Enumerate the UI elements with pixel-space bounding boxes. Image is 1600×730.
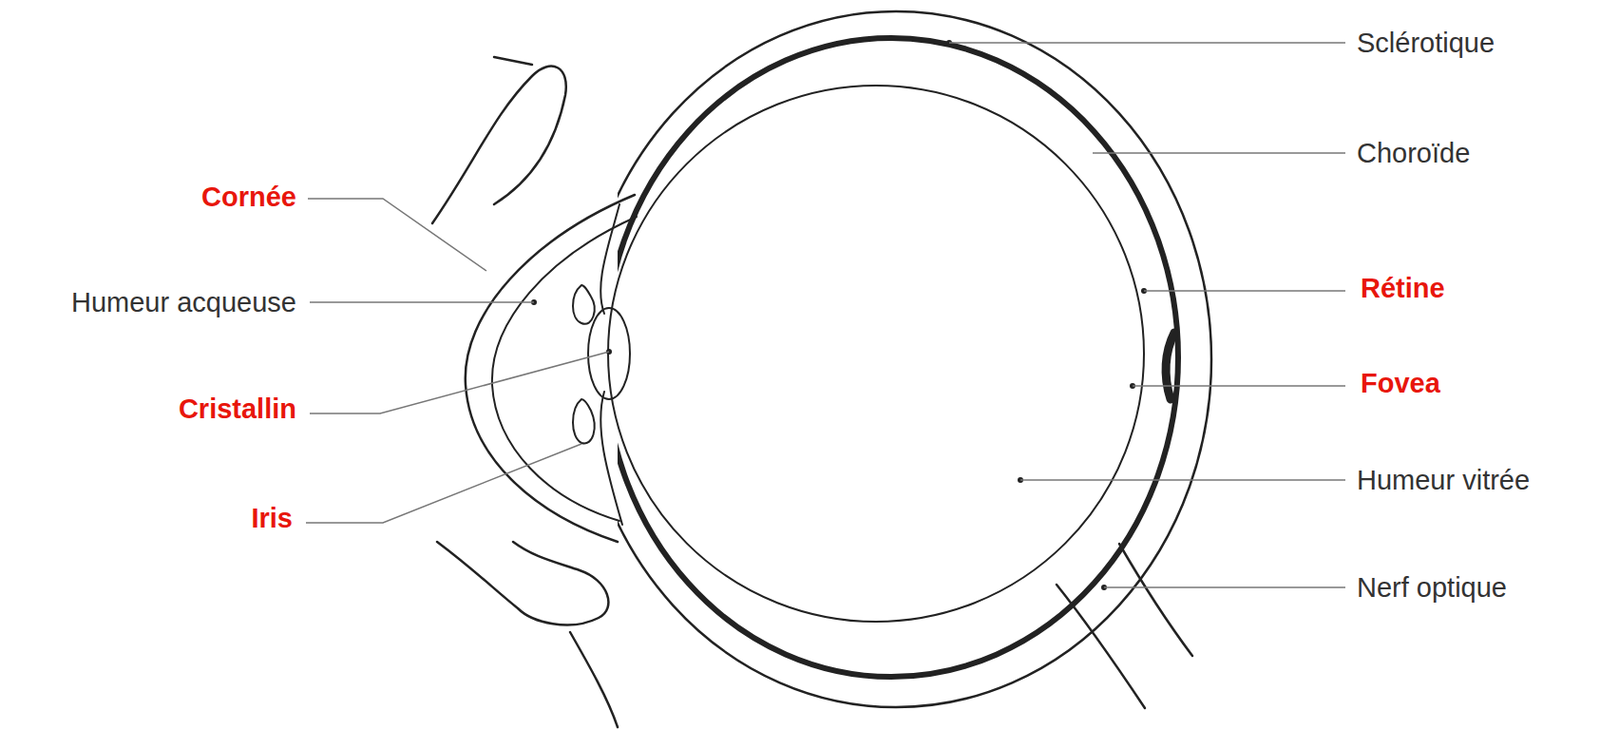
fovea-mark xyxy=(1165,332,1175,400)
optic-nerve xyxy=(1119,543,1193,656)
lower-eyelid xyxy=(570,631,618,727)
lens xyxy=(588,307,630,400)
part-label: Rétine xyxy=(1360,271,1446,305)
upper-eyelid xyxy=(494,57,533,65)
part-label: Cornée xyxy=(201,180,297,213)
optic-nerve xyxy=(1056,584,1145,708)
choroid xyxy=(617,38,1179,677)
part-label: Cristallin xyxy=(178,392,297,425)
vitreous-boundary xyxy=(608,85,1144,622)
lower-eyelid xyxy=(437,541,609,625)
leader-line xyxy=(309,351,610,414)
iris-shape xyxy=(572,399,595,444)
leader-line xyxy=(1143,289,1346,292)
part-label: Choroïde xyxy=(1356,136,1470,170)
part-label: Humeur vitrée xyxy=(1356,463,1530,496)
leader-line xyxy=(1104,586,1346,589)
leader-line xyxy=(309,301,534,304)
leader-line xyxy=(1092,152,1346,154)
leader-line xyxy=(949,41,1346,44)
leader-line xyxy=(1020,478,1346,481)
leader-line xyxy=(307,198,487,271)
part-label: Fovea xyxy=(1360,366,1441,400)
cornea xyxy=(492,216,637,521)
ciliary-body xyxy=(600,391,623,525)
part-label: Nerf optique xyxy=(1356,571,1507,604)
upper-eyelid xyxy=(432,66,567,224)
leader-line xyxy=(1132,384,1346,387)
part-label: Sclérotique xyxy=(1356,26,1495,59)
leader-line xyxy=(305,443,582,523)
part-label: Iris xyxy=(250,501,293,534)
iris-shape xyxy=(572,285,595,324)
sclera xyxy=(617,11,1212,707)
part-label: Humeur acqueuse xyxy=(71,285,297,319)
ciliary-body xyxy=(600,204,620,314)
